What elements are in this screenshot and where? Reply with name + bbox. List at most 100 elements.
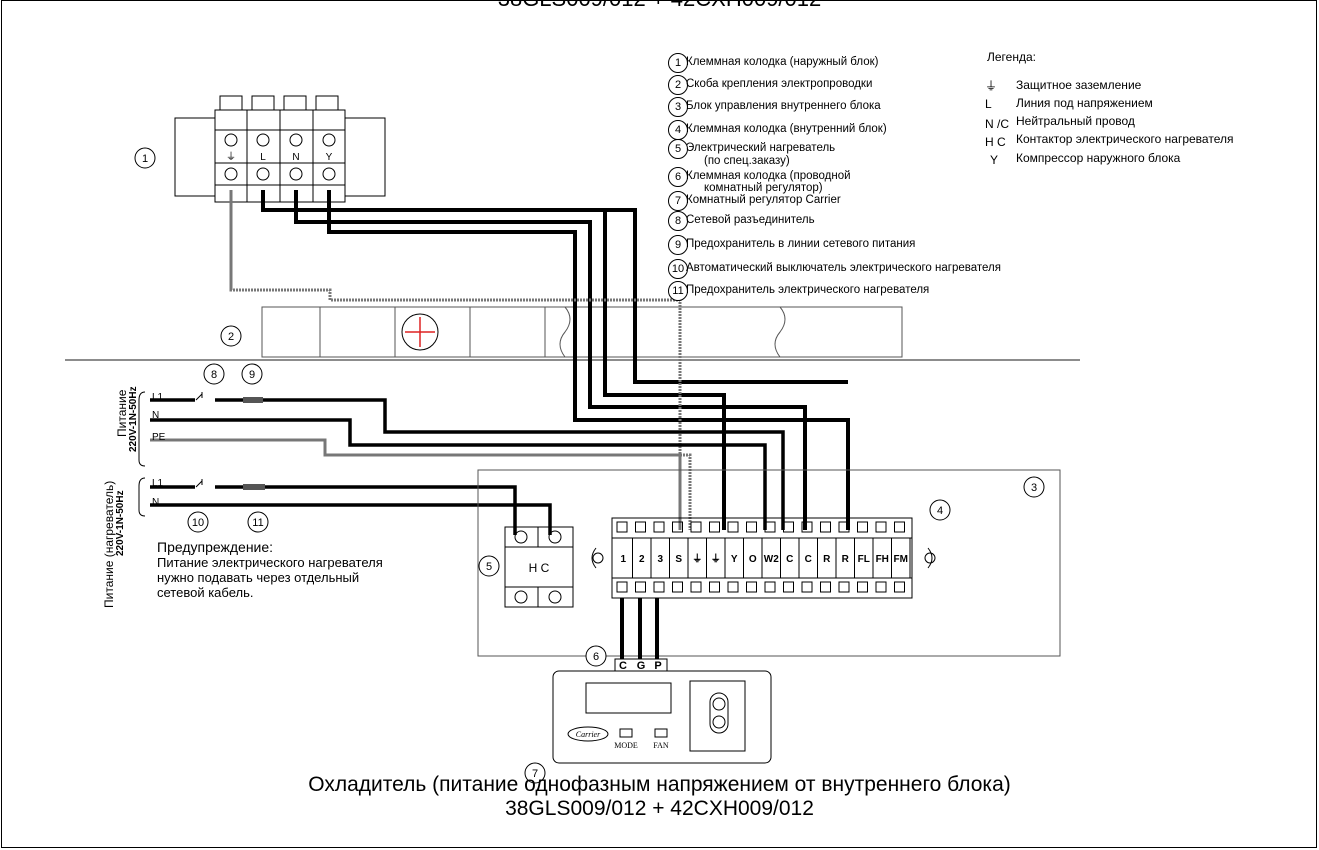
indoor-terminal-label: 1 <box>620 554 626 565</box>
legend-desc: Контактор электрического нагревателя <box>1016 132 1234 146</box>
legend-item-text: Скоба крепления электропроводки <box>686 78 873 90</box>
callout-number: 9 <box>249 369 255 381</box>
terminal-screw <box>616 521 628 533</box>
indoor-terminal-label: C <box>786 554 793 565</box>
indoor-terminal-label: O <box>749 554 757 565</box>
room-controller <box>552 670 772 764</box>
legend-item-text: Автоматический выключатель электрическог… <box>686 262 1001 274</box>
strip-cells <box>616 521 911 593</box>
indoor-terminal-label: S <box>675 554 682 565</box>
terminal-screw <box>709 581 720 593</box>
outdoor-terminal-label: L <box>260 152 266 163</box>
legend-sym: H C <box>985 135 1006 149</box>
terminal-screw <box>672 521 683 533</box>
warning-line: Питание электрического нагревателя <box>157 555 383 570</box>
legend-number: 7 <box>668 191 688 211</box>
terminal-screw <box>838 581 850 593</box>
wire-label-heater-l1: L1 <box>152 478 164 489</box>
legend-number: 6 <box>668 167 688 187</box>
indoor-terminal-label: FM <box>894 554 908 565</box>
legend-number: 5 <box>668 139 688 159</box>
controller-terminal-label: P <box>654 660 661 672</box>
legend-number: 4 <box>668 120 688 140</box>
terminal-screw <box>838 521 850 533</box>
legend-item-text: Клеммная колодка (проводной <box>686 170 851 182</box>
callout-circle <box>929 499 951 521</box>
callout-circle <box>1023 476 1045 498</box>
callout-circle <box>203 363 225 385</box>
terminal-screw <box>894 521 905 533</box>
terminal-screw <box>727 521 739 533</box>
heater-power-spec: 220V-1N-50Hz <box>115 490 126 556</box>
indoor-terminal-label: 2 <box>639 554 645 565</box>
legend-number: 3 <box>668 97 688 117</box>
wire-label-n: N <box>152 410 160 421</box>
warning-line: сетевой кабель. <box>157 585 254 600</box>
legend-sym: L <box>985 97 992 111</box>
warning-heading: Предупреждение: <box>157 539 274 555</box>
indoor-terminal-label: 3 <box>657 554 663 565</box>
terminal-screw <box>672 581 683 593</box>
indoor-terminal-label: R <box>823 554 831 565</box>
terminal-screw <box>690 521 702 533</box>
main-power-bracket <box>138 391 146 467</box>
wire-label-l1: L1 <box>152 392 164 403</box>
fuse-main <box>243 397 263 403</box>
legend-number: 10 <box>668 259 688 279</box>
warning-line: нужно подавать через отдельный <box>157 570 360 585</box>
indoor-terminal-label: ⏚ <box>692 553 702 565</box>
warning-note: Предупреждение: Питание электрического н… <box>157 539 383 601</box>
terminal-screw <box>635 581 646 593</box>
disconnect-switch <box>195 392 203 401</box>
legend-item-text: (по спец.заказу) <box>704 155 790 167</box>
legend-item-text: Предохранитель в линии сетевого питания <box>686 238 916 250</box>
fuse-heater <box>243 484 265 490</box>
wire-label-pe: PE <box>152 432 166 443</box>
callout-circle <box>134 147 156 169</box>
legend-number: 9 <box>668 235 688 255</box>
terminal-screw <box>690 581 702 593</box>
main-power-wires <box>150 398 785 530</box>
controller-terminal-label: G <box>637 660 646 672</box>
callout-number: 10 <box>192 517 204 529</box>
callout-number: 2 <box>228 331 234 343</box>
callout-number: 7 <box>532 768 538 780</box>
indoor-terminal-label: Y <box>731 554 738 565</box>
indoor-terminal-label: W2 <box>764 554 779 565</box>
terminal-screw <box>820 521 831 533</box>
callout-circle <box>478 555 500 577</box>
terminal-screw <box>653 581 665 593</box>
ground-wire <box>229 190 692 530</box>
legend-heading: Легенда: <box>987 50 1036 64</box>
indoor-terminal-label: FH <box>876 554 889 565</box>
heater-contactor-label: H C <box>529 561 550 575</box>
outdoor-terminal-label: ⏚ <box>226 151 236 163</box>
heater-power-title: Питание (нагреватель) <box>102 480 116 608</box>
cable-bracket <box>261 306 903 358</box>
callout-number: 6 <box>593 651 599 663</box>
indoor-terminal-label: ⏚ <box>711 553 721 565</box>
ground-symbol: ⏚ <box>985 79 998 93</box>
terminal-screw <box>783 581 794 593</box>
legend-number: 8 <box>668 211 688 231</box>
legend-number: 11 <box>668 281 688 301</box>
terminal-screw <box>653 521 665 533</box>
legend-item-text: Клеммная колодка (наружный блок) <box>686 56 879 68</box>
legend-desc: Нейтральный провод <box>1016 114 1135 128</box>
terminal-screw <box>746 521 757 533</box>
outdoor-terminal-block <box>174 95 386 203</box>
terminal-screw <box>875 581 887 593</box>
terminal-screw <box>635 521 646 533</box>
legend-sym: N /C <box>985 117 1009 131</box>
callout-circle <box>220 325 242 347</box>
terminal-screw <box>709 521 720 533</box>
callout-circle <box>187 511 209 533</box>
bottom-title: Охладитель (питание однофазным напряжени… <box>0 773 1319 821</box>
top-title: 38GLS009/012 + 42CXH009/012 <box>0 0 1319 12</box>
legend-number: 1 <box>668 53 688 73</box>
outdoor-wires <box>261 190 850 530</box>
terminal-screw <box>746 581 757 593</box>
heater-power-wires <box>150 485 552 535</box>
